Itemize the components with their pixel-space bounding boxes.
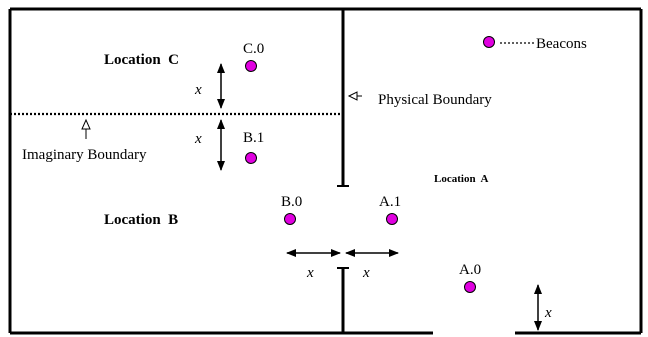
beacon-a0-dot — [464, 281, 476, 293]
distance-label-b: x — [194, 131, 202, 147]
location-a-label: Location A — [434, 173, 488, 185]
location-b-label: Location B — [104, 212, 178, 228]
imaginary-boundary-pointer — [81, 118, 91, 139]
distance-arrows — [217, 63, 542, 331]
distance-label-bottom: x — [544, 305, 552, 321]
beacon-a0: A.0 — [459, 262, 481, 293]
distance-label-left: x — [306, 265, 314, 281]
imaginary-boundary-label: Imaginary Boundary — [22, 147, 147, 163]
beacon-b1-dot — [245, 152, 257, 164]
distance-label-c: x — [194, 82, 202, 98]
beacon-c0-label: C.0 — [243, 41, 264, 57]
legend-label: Beacons — [536, 36, 587, 52]
beacon-a1-label: A.1 — [379, 194, 401, 210]
beacon-b0-label: B.0 — [281, 194, 302, 210]
location-c-label: Location C — [104, 52, 179, 68]
beacon-c0-dot — [245, 60, 257, 72]
distance-label-right: x — [362, 265, 370, 281]
legend — [483, 36, 534, 48]
beacon-b1: B.1 — [243, 130, 264, 164]
beacon-a1: A.1 — [379, 194, 401, 225]
physical-partition — [337, 9, 349, 333]
legend-beacon-icon — [483, 36, 495, 48]
outer-walls — [8, 7, 643, 335]
physical-boundary-pointer — [347, 91, 362, 101]
physical-boundary-label: Physical Boundary — [378, 92, 492, 108]
beacon-a0-label: A.0 — [459, 262, 481, 278]
beacon-b0-dot — [284, 213, 296, 225]
beacon-a1-dot — [386, 213, 398, 225]
beacon-c0: C.0 — [243, 41, 264, 72]
beacon-b1-label: B.1 — [243, 130, 264, 146]
beacon-b0: B.0 — [281, 194, 302, 225]
